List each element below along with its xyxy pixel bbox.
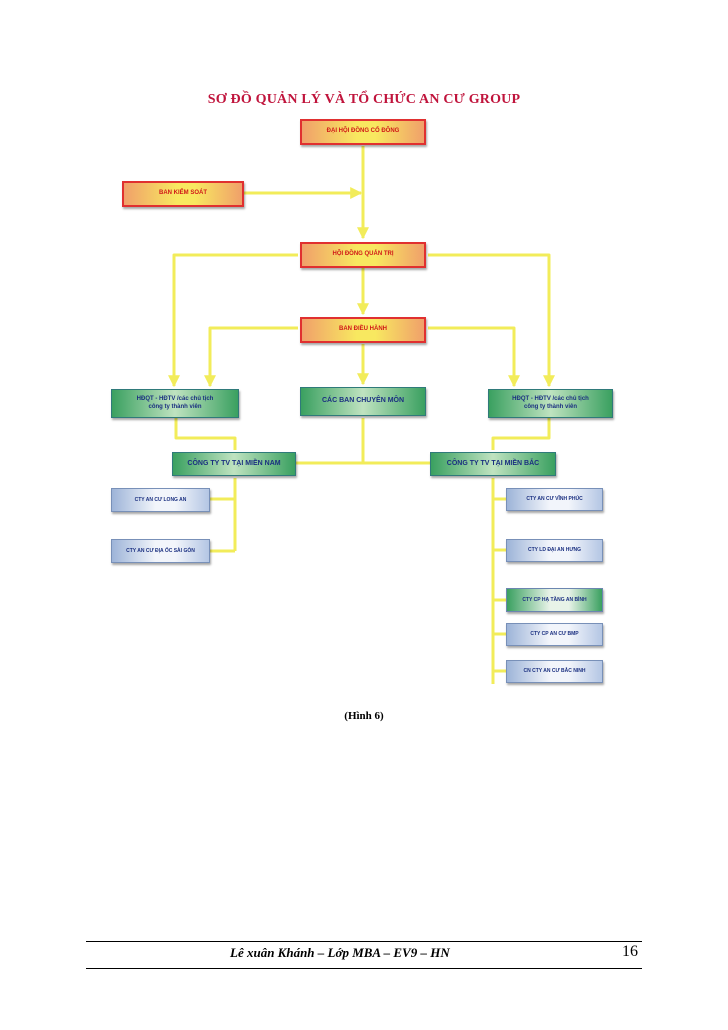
board-label: HỘI ĐỒNG QUẢN TRỊ [332, 251, 394, 258]
north-company-label: CÔNG TY TV TẠI MIỀN BẮC [446, 459, 540, 467]
connector-left-council-south [174, 418, 237, 450]
north-subsidiary-5: CN CTY AN CƯ BẮC NINH [506, 660, 603, 683]
connector-executive-right-council [428, 326, 520, 388]
north-subsidiary-1: CTY AN CƯ VĨNH PHÚC [506, 488, 603, 511]
north-subsidiary-2-label: CTY LD ĐẠI AN HƯNG [527, 547, 582, 554]
south-subsidiary-2: CTY AN CƯ ĐỊA ỐC SÀI GÒN [111, 539, 210, 563]
south-subsidiary-2-label: CTY AN CƯ ĐỊA ỐC SÀI GÒN [126, 547, 195, 554]
page-number: 16 [622, 943, 638, 960]
south-company-box: CÔNG TY TV TẠI MIỀN NAM [172, 452, 296, 476]
executive-box: BAN ĐIỀU HÀNH [300, 317, 426, 343]
shareholders-label: ĐẠI HỘI ĐỒNG CỔ ĐÔNG [326, 128, 400, 135]
supervisory-label: BAN KIỂM SOÁT [159, 190, 207, 197]
right-council-line1: HĐQT - HĐTV /các chủ tịch [512, 396, 589, 402]
figure-caption: (Hình 6) [344, 710, 384, 722]
footer-author: Lê xuân Khánh – Lớp MBA – EV9 – HN [230, 945, 450, 960]
board-box: HỘI ĐỒNG QUẢN TRỊ [300, 242, 426, 268]
left-council-line2: công ty thành viên [148, 403, 202, 410]
departments-box: CÁC BAN CHUYÊN MÔN [300, 387, 426, 416]
south-subsidiary-1-label: CTY AN CƯ LONG AN [134, 496, 187, 503]
north-subsidiary-5-label: CN CTY AN CƯ BẮC NINH [523, 668, 586, 675]
left-council-box: HĐQT - HĐTV /các chủ tịch công ty thành … [111, 389, 239, 418]
shareholders-box: ĐẠI HỘI ĐỒNG CỔ ĐÔNG [300, 119, 426, 145]
footer-rule-bottom [86, 968, 642, 969]
north-subsidiary-3-label: CTY CP HẠ TẦNG AN BÌNH [522, 596, 587, 603]
right-council-box: HĐQT - HĐTV /các chủ tịch công ty thành … [488, 389, 613, 418]
connector-executive-left-council [204, 326, 298, 388]
connector-board-right-council [428, 253, 555, 388]
left-council-line1: HĐQT - HĐTV /các chủ tịch [136, 396, 214, 402]
north-subsidiary-4: CTY CP AN CƯ BMP [506, 623, 603, 646]
connector-right-council-north [491, 418, 551, 450]
south-subsidiary-1: CTY AN CƯ LONG AN [111, 488, 210, 512]
north-subsidiary-1-label: CTY AN CƯ VĨNH PHÚC [526, 496, 583, 503]
north-subsidiary-3: CTY CP HẠ TẦNG AN BÌNH [506, 588, 603, 612]
supervisory-box: BAN KIỂM SOÁT [122, 181, 244, 207]
connector-board-left-council [168, 253, 298, 388]
footer-rule-top [86, 941, 642, 942]
departments-label: CÁC BAN CHUYÊN MÔN [321, 397, 405, 405]
page-title: SƠ ĐỒ QUẢN LÝ VÀ TỔ CHỨC AN CƯ GROUP [207, 92, 521, 107]
right-council-line2: công ty thành viên [523, 403, 577, 410]
north-subsidiary-2: CTY LD ĐẠI AN HƯNG [506, 539, 603, 562]
north-subsidiary-4-label: CTY CP AN CƯ BMP [530, 631, 579, 638]
executive-label: BAN ĐIỀU HÀNH [339, 326, 387, 333]
south-company-label: CÔNG TY TV TẠI MIỀN NAM [187, 459, 281, 467]
north-company-box: CÔNG TY TV TẠI MIỀN BẮC [430, 452, 556, 476]
